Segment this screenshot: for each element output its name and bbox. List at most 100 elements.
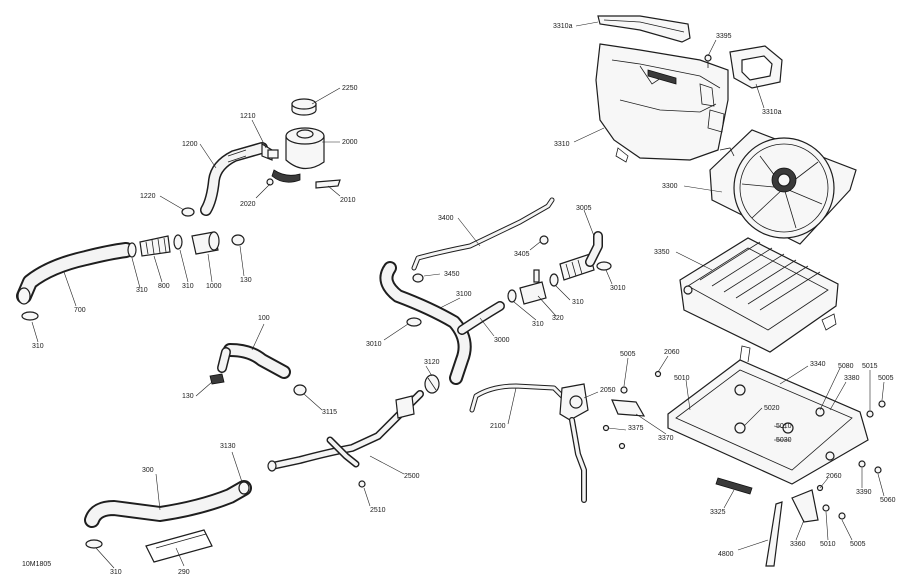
callout-3390: 3390 [856, 489, 872, 496]
diagram-code: 10M1805 [22, 561, 51, 568]
callout-2020: 2020 [240, 201, 256, 208]
callout-3115: 3115 [322, 409, 337, 416]
callout-2510: 2510 [370, 507, 386, 514]
reservoir-cap [291, 98, 317, 116]
callout-2060-a: 2060 [664, 349, 680, 356]
callout-2000: 2000 [342, 139, 358, 146]
callout-labels: 3310a 3395 3310a 3310 2250 1210 2000 120… [22, 23, 896, 576]
callout-2500: 2500 [404, 473, 420, 480]
screw-2020 [266, 178, 274, 186]
callout-5015: 5015 [862, 363, 878, 370]
callout-3350: 3350 [654, 249, 670, 256]
callout-5010-b: 5010 [776, 423, 792, 430]
nut-5005-b [878, 400, 886, 408]
callout-310-c: 310 [32, 343, 44, 350]
clamp-310-d [507, 289, 517, 303]
callout-700: 700 [74, 307, 86, 314]
hose-700 [16, 242, 134, 305]
callout-3300: 3300 [662, 183, 678, 190]
coolant-reservoir [271, 127, 325, 183]
clamp-130-a [231, 234, 245, 246]
air-duct-seal-right [729, 45, 783, 89]
callout-3000: 3000 [494, 337, 510, 344]
clamp-310-e [549, 273, 559, 287]
callout-5005-b: 5005 [878, 375, 894, 382]
nut-5060 [874, 466, 882, 474]
thermostat-3120 [424, 374, 440, 394]
callout-1210: 1210 [240, 113, 256, 120]
nut-5005-c [838, 512, 846, 520]
clamp-3405 [539, 235, 549, 245]
clamp-3130 [238, 481, 250, 495]
callout-310-b: 310 [182, 283, 194, 290]
clamp-3115 [293, 384, 307, 396]
callout-320: 320 [552, 315, 564, 322]
support-4800 [765, 501, 783, 567]
strip-3325 [715, 477, 753, 495]
callout-2250: 2250 [342, 85, 358, 92]
screw-2060-a [654, 370, 662, 378]
screw-3375 [602, 424, 626, 450]
callout-100: 100 [258, 315, 270, 322]
callout-3010-b: 3010 [610, 285, 626, 292]
radiator-fan-assembly [709, 129, 857, 245]
callout-800: 800 [158, 283, 170, 290]
callout-3310a-right: 3310a [762, 109, 782, 116]
callout-2050: 2050 [600, 387, 616, 394]
callout-3360: 3360 [790, 541, 806, 548]
callout-3310: 3310 [554, 141, 570, 148]
callout-3340: 3340 [810, 361, 826, 368]
hose-3005 [559, 231, 603, 281]
callout-310-f: 310 [110, 569, 122, 576]
clamp-3010-b [596, 261, 612, 271]
callout-1220: 1220 [140, 193, 156, 200]
callout-5060: 5060 [880, 497, 896, 504]
callout-3310a-top: 3310a [553, 23, 573, 30]
callout-3405: 3405 [514, 251, 530, 258]
screw-2510 [358, 480, 366, 488]
hose-800 [139, 235, 171, 257]
hose-100 [217, 343, 291, 379]
callout-5005-a: 5005 [620, 351, 636, 358]
callout-3010-a: 3010 [366, 341, 382, 348]
callout-5010-a: 5010 [674, 375, 690, 382]
callout-5005-c: 5005 [850, 541, 866, 548]
pump-2050 [559, 383, 589, 503]
clamp-310-a [127, 242, 137, 258]
hose-1210 [261, 142, 279, 161]
clamp-3450 [412, 273, 424, 283]
callout-2100: 2100 [490, 423, 506, 430]
callout-310-e: 310 [572, 299, 584, 306]
callout-3395: 3395 [716, 33, 732, 40]
callout-3400: 3400 [438, 215, 454, 222]
callout-130-b: 130 [182, 393, 194, 400]
callout-5030: 5030 [776, 437, 792, 444]
clamp-1220 [181, 207, 195, 217]
callout-3375: 3375 [628, 425, 644, 432]
callout-5020: 5020 [764, 405, 780, 412]
callout-310-a: 310 [136, 287, 148, 294]
screw-3395 [704, 54, 712, 68]
coupler-1000 [191, 231, 220, 255]
air-duct-seal-top [597, 15, 691, 43]
bracket-3360 [791, 489, 819, 523]
callout-1200: 1200 [182, 141, 198, 148]
callout-5080: 5080 [838, 363, 854, 370]
hose-3100 [379, 261, 505, 385]
callout-310-d: 310 [532, 321, 544, 328]
callout-3130: 3130 [220, 443, 236, 450]
fitting-320 [519, 269, 547, 305]
bracket-3370 [611, 399, 646, 417]
clamp-310-left [21, 311, 39, 321]
callout-2010: 2010 [340, 197, 356, 204]
callout-3120: 3120 [424, 359, 440, 366]
callout-3325: 3325 [710, 509, 726, 516]
callout-1000: 1000 [206, 283, 222, 290]
hose-300 [84, 480, 252, 528]
callout-3450: 3450 [444, 271, 460, 278]
callout-3380: 3380 [844, 375, 860, 382]
mounting-plate-3340 [667, 345, 869, 485]
coolant-pipe-2500 [267, 390, 424, 472]
sleeve-290 [145, 529, 213, 563]
